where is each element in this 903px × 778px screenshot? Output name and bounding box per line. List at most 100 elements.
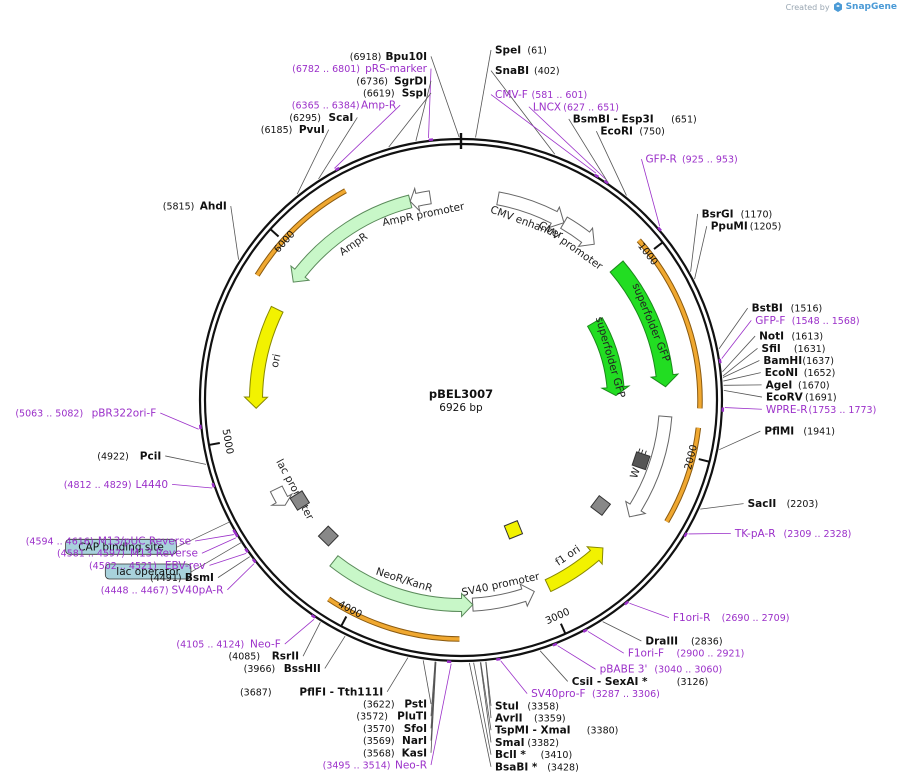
cut-leader-19 bbox=[485, 661, 492, 719]
cut-site-19: AvrII(3359) bbox=[495, 713, 566, 725]
primer-mark-16 bbox=[234, 532, 239, 538]
cut-site-37: SspI(6619) bbox=[363, 88, 427, 100]
primer-mark-14 bbox=[251, 558, 257, 564]
cut-site-name: PstI bbox=[404, 699, 427, 711]
primer-17: M13/pUC Reverse(4594 .. 4616) bbox=[26, 536, 191, 548]
boxed-site-label-1: lac operator bbox=[116, 566, 180, 578]
cut-site-32: BsmI(4491) bbox=[150, 572, 214, 584]
primer-name: L4440 bbox=[135, 479, 168, 491]
primer-5: GFP-F(1548 .. 1568) bbox=[755, 315, 859, 327]
cut-site-6: PpuMI(1205) bbox=[711, 221, 782, 233]
primer-2: CMV-F(581 .. 601) bbox=[495, 89, 587, 101]
primer-leader-3 bbox=[528, 106, 606, 180]
cut-site-position: (3572) bbox=[356, 712, 388, 723]
cut-site-20: TspMI - XmaI(3380) bbox=[495, 725, 618, 737]
primer-position: (1548 .. 1568) bbox=[792, 316, 860, 327]
tick-1000 bbox=[653, 241, 664, 250]
feature-lac-promoter bbox=[269, 485, 294, 506]
cut-leader-32 bbox=[217, 556, 250, 578]
cut-leader-0 bbox=[430, 56, 460, 138]
cut-site-15: SacII(2203) bbox=[748, 498, 819, 510]
cut-site-name: NarI bbox=[402, 735, 427, 747]
primer-mark-9 bbox=[582, 628, 588, 633]
primer-12: Neo-R(3495 .. 3514) bbox=[323, 760, 427, 772]
primer-name: Neo-F bbox=[250, 639, 281, 651]
cut-site-35: PvuI(6185) bbox=[261, 124, 325, 136]
cut-site-position: (6619) bbox=[363, 89, 395, 100]
cut-site-4: EcoRI(750) bbox=[600, 126, 665, 138]
cut-site-3: BsmBI - Esp3I(651) bbox=[573, 113, 697, 125]
primer-position: (3040 .. 3060) bbox=[654, 665, 722, 676]
primer-position: (581 .. 601) bbox=[532, 90, 588, 101]
boxed-site-0 bbox=[65, 538, 177, 555]
primer-mark-8 bbox=[624, 600, 630, 606]
cut-leader-28 bbox=[422, 660, 432, 705]
feature-sv40-ori bbox=[503, 520, 524, 540]
cut-site-position: (3380) bbox=[587, 726, 619, 737]
cut-site-name: Bpu10I bbox=[385, 51, 427, 63]
cut-leader-10 bbox=[722, 360, 760, 378]
cut-site-position: (6295) bbox=[289, 113, 321, 124]
cut-site-7: BstBI(1516) bbox=[752, 303, 823, 315]
primer-mark-15 bbox=[244, 548, 249, 553]
plasmid-length: 6926 bp bbox=[439, 402, 483, 414]
feature-neor-kanr bbox=[329, 555, 474, 618]
primer-8: F1ori-R(2690 .. 2709) bbox=[673, 612, 790, 624]
cut-leader-37 bbox=[388, 92, 432, 148]
cut-site-name: ScaI bbox=[329, 112, 354, 124]
cut-site-position: (3622) bbox=[363, 700, 395, 711]
feature-label-2: superfolder GFP bbox=[629, 282, 672, 364]
primer-9: F1ori-F(2900 .. 2921) bbox=[628, 648, 745, 660]
cut-site-12: AgeI(1670) bbox=[766, 379, 830, 391]
cut-leader-29 bbox=[386, 657, 409, 693]
cut-site-position: (651) bbox=[671, 114, 697, 125]
primer-11: SV40pro-F (3287 .. 3306) bbox=[531, 688, 660, 700]
cut-site-position: (3569) bbox=[363, 736, 395, 747]
cut-site-17: CsiI - SexAI *(3126) bbox=[572, 676, 709, 688]
primer-leader-13 bbox=[284, 618, 315, 645]
primer-position: (3287 .. 3306) bbox=[592, 689, 660, 700]
cut-site-position: (1631) bbox=[794, 344, 826, 355]
primer-leader-14 bbox=[227, 563, 255, 591]
cut-site-name: PluTI bbox=[397, 711, 427, 723]
cut-site-21: SmaI(3382) bbox=[495, 737, 559, 749]
primer-19: pBR322ori-F(5063 .. 5082) bbox=[15, 408, 156, 420]
primer-name: TK-pA-R bbox=[734, 528, 776, 540]
cut-leader-30 bbox=[324, 635, 346, 669]
cut-site-position: (2203) bbox=[787, 499, 819, 510]
cut-site-name: SmaI bbox=[495, 737, 525, 749]
cut-site-name: StuI bbox=[495, 700, 519, 712]
cut-site-38: SgrDI(6736) bbox=[356, 75, 427, 87]
cut-site-0: Bpu10I(6918) bbox=[350, 51, 427, 63]
feature-superfolder-gfp-inner bbox=[586, 317, 631, 397]
cut-site-name: PciI bbox=[140, 450, 161, 462]
primer-leader-18 bbox=[172, 483, 213, 489]
cut-leader-24 bbox=[430, 661, 437, 753]
cut-site-position: (1652) bbox=[804, 368, 836, 379]
tick-label-4000: 4000 bbox=[336, 599, 364, 621]
orange-tracks-layer bbox=[254, 188, 703, 642]
cut-site-position: (6918) bbox=[350, 52, 382, 63]
primer-leader-12 bbox=[430, 663, 452, 766]
primer-leader-17 bbox=[195, 534, 234, 542]
cut-leader-35 bbox=[296, 129, 330, 195]
cut-site-name: EcoNI bbox=[765, 367, 798, 379]
cut-leader-6 bbox=[694, 226, 708, 280]
primer-name: SV40pro-F bbox=[531, 688, 585, 700]
primer-leader-9 bbox=[587, 631, 625, 654]
feature-factor-xa-site bbox=[631, 451, 651, 471]
cut-leader-36 bbox=[318, 117, 358, 180]
cut-site-14: PflMI(1941) bbox=[764, 426, 835, 438]
cut-site-position: (3428) bbox=[547, 762, 579, 773]
brand-prefix: Created by bbox=[785, 2, 830, 12]
primer-1: Amp-R(6365 .. 6384) bbox=[292, 100, 396, 112]
primer-position: (4448 .. 4467) bbox=[101, 585, 169, 596]
cut-site-name: BamHI bbox=[763, 355, 802, 367]
cut-site-position: (1941) bbox=[803, 427, 835, 438]
cut-site-position: (1613) bbox=[792, 332, 824, 343]
primer-position: (1753 .. 1773) bbox=[808, 405, 876, 416]
tick-label-2000: 2000 bbox=[683, 444, 700, 471]
primer-mark-5 bbox=[718, 358, 722, 364]
cut-site-position: (3410) bbox=[541, 750, 573, 761]
primer-18: L4440(4812 .. 4829) bbox=[64, 479, 168, 491]
